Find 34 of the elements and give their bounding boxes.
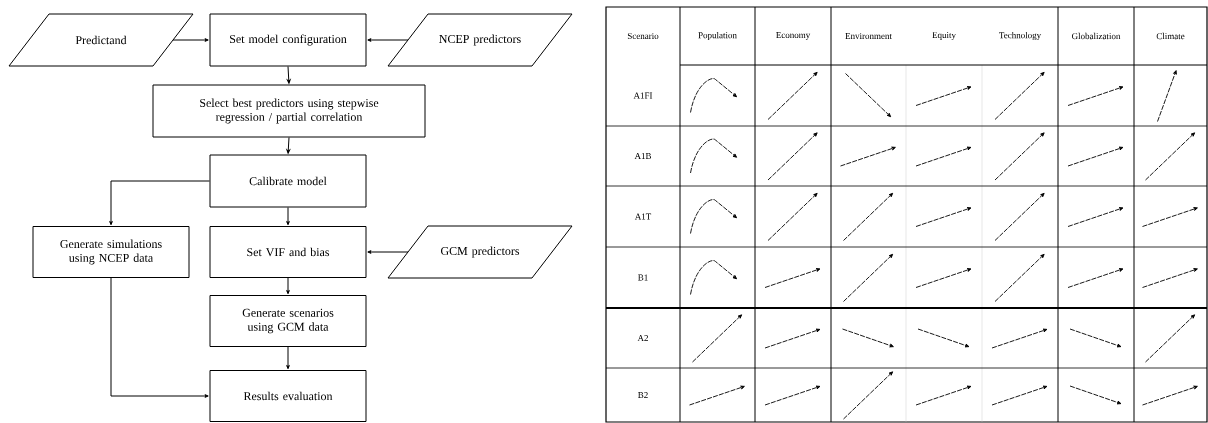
process-box: Generate scenarios using GCM data <box>209 295 367 347</box>
arrow <box>286 137 291 154</box>
process-box: Select best predictors using stepwise regression / partial correlation <box>152 84 426 138</box>
input-parallelogram: GCM predictors <box>387 225 573 279</box>
input-parallelogram: Predictand <box>8 13 194 67</box>
scenario-label: B2 <box>638 392 648 398</box>
column-header: Globalization <box>1072 32 1121 40</box>
column-header: Climate <box>1156 32 1185 40</box>
arrow <box>367 250 409 254</box>
process-box: Results evaluation <box>209 370 367 422</box>
scenario-label: A2 <box>637 335 648 341</box>
process-box: Set VIF and bias <box>209 226 367 278</box>
column-header: Economy <box>776 32 811 40</box>
arrow <box>110 277 209 398</box>
column-header: Equity <box>932 32 956 40</box>
column-header: Population <box>698 31 737 41</box>
process-box: Set model configuration <box>209 13 367 67</box>
column-header: Environment <box>845 33 892 39</box>
input-parallelogram: NCEP predictors <box>387 13 573 67</box>
column-header: Scenario <box>627 33 659 39</box>
scenario-label: A1FI <box>633 92 653 99</box>
arrow <box>109 180 210 226</box>
column-header: Technology <box>999 31 1042 41</box>
scenario-label: A1T <box>634 213 652 220</box>
arrow <box>367 38 409 42</box>
arrow <box>286 277 290 295</box>
scenario-label: B1 <box>638 274 648 281</box>
arrow <box>286 66 291 84</box>
arrow <box>286 207 290 226</box>
process-box: Generate simulations using NCEP data <box>32 226 190 278</box>
arrow <box>172 38 209 42</box>
scenario-label: A1B <box>634 153 652 159</box>
arrow <box>286 346 290 370</box>
process-box: Calibrate model <box>209 154 367 208</box>
